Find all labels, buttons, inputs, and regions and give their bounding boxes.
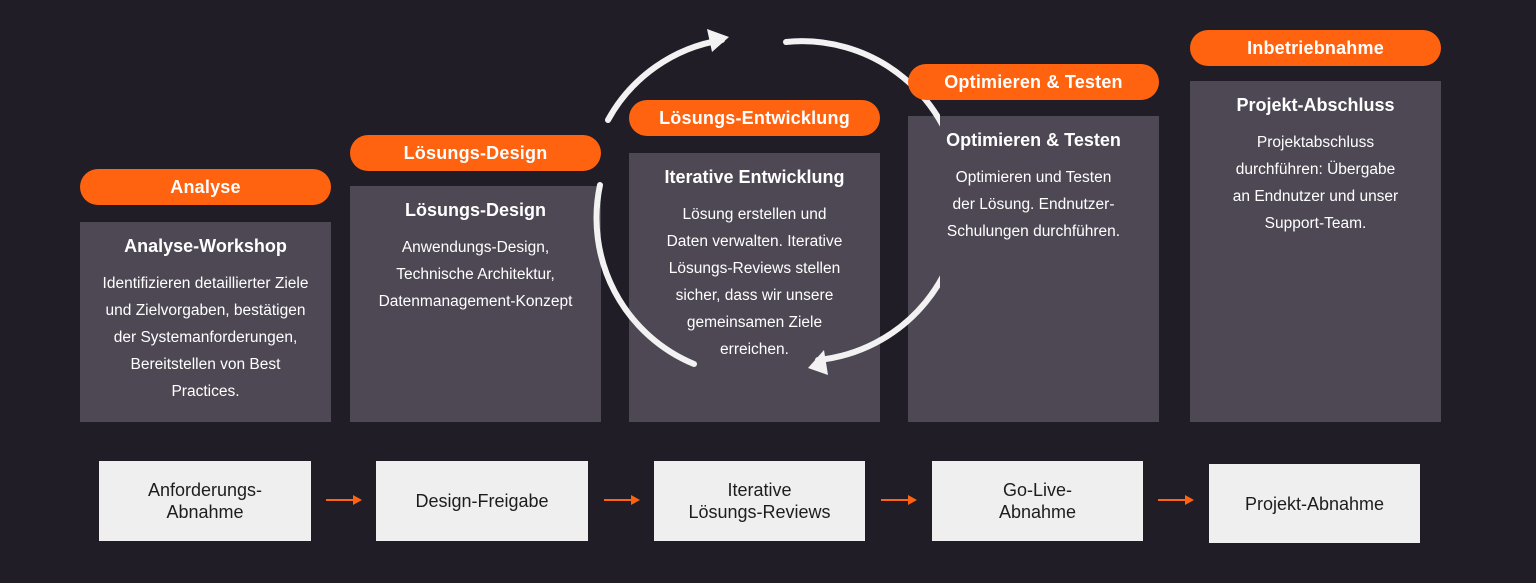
milestone-projekt-abnahme: Projekt-Abnahme (1209, 464, 1420, 543)
phase-pill-loesungs-design: Lösungs-Design (350, 135, 601, 171)
phase-card-text: Identifizieren detaillierter Ziele und Z… (102, 275, 309, 400)
phase-card-title: Projekt-Abschluss (1236, 95, 1395, 115)
phase-card-text: Optimieren und Testen der Lösung. Endnut… (946, 169, 1121, 240)
cycle-arrowhead-top (707, 29, 729, 52)
phase-card-text: Anwendungs-Design, Technische Architektu… (378, 239, 573, 310)
phase-card-title: Analyse-Workshop (124, 236, 287, 256)
phase-card-title: Iterative Entwicklung (664, 167, 845, 187)
right-arrow-icon (881, 495, 917, 505)
phase-card-loesungs-design: Lösungs-Design Anwendungs-Design, Techni… (350, 186, 601, 422)
phase-card-title: Optimieren & Testen (946, 130, 1121, 150)
milestone-design-freigabe: Design-Freigabe (376, 461, 588, 541)
phase-card-title: Lösungs-Design (404, 200, 546, 220)
right-arrow-icon (604, 495, 640, 505)
milestone-iterative-loesungs-reviews: Iterative Lösungs-Reviews (654, 461, 865, 541)
phase-card-inbetriebnahme: Projekt-Abschluss Projektabschluss durch… (1190, 81, 1441, 422)
right-arrow-icon (326, 495, 362, 505)
phase-card-text: Lösung erstellen und Daten verwalten. It… (666, 206, 843, 358)
phase-card-optimieren-testen: Optimieren & Testen Optimieren und Teste… (908, 116, 1159, 422)
phase-pill-analyse: Analyse (80, 169, 331, 205)
milestone-go-live-abnahme: Go-Live- Abnahme (932, 461, 1143, 541)
phase-pill-optimieren-testen: Optimieren & Testen (908, 64, 1159, 100)
phase-card-analyse: Analyse-Workshop Identifizieren detailli… (80, 222, 331, 422)
milestone-anforderungs-abnahme: Anforderungs- Abnahme (99, 461, 311, 541)
phase-pill-inbetriebnahme: Inbetriebnahme (1190, 30, 1441, 66)
phase-pill-loesungs-entwicklung: Lösungs-Entwicklung (629, 100, 880, 136)
phase-card-loesungs-entwicklung: Iterative Entwicklung Lösung erstellen u… (629, 153, 880, 422)
right-arrow-icon (1158, 495, 1194, 505)
phase-card-text: Projektabschluss durchführen: Übergabe a… (1232, 134, 1399, 232)
